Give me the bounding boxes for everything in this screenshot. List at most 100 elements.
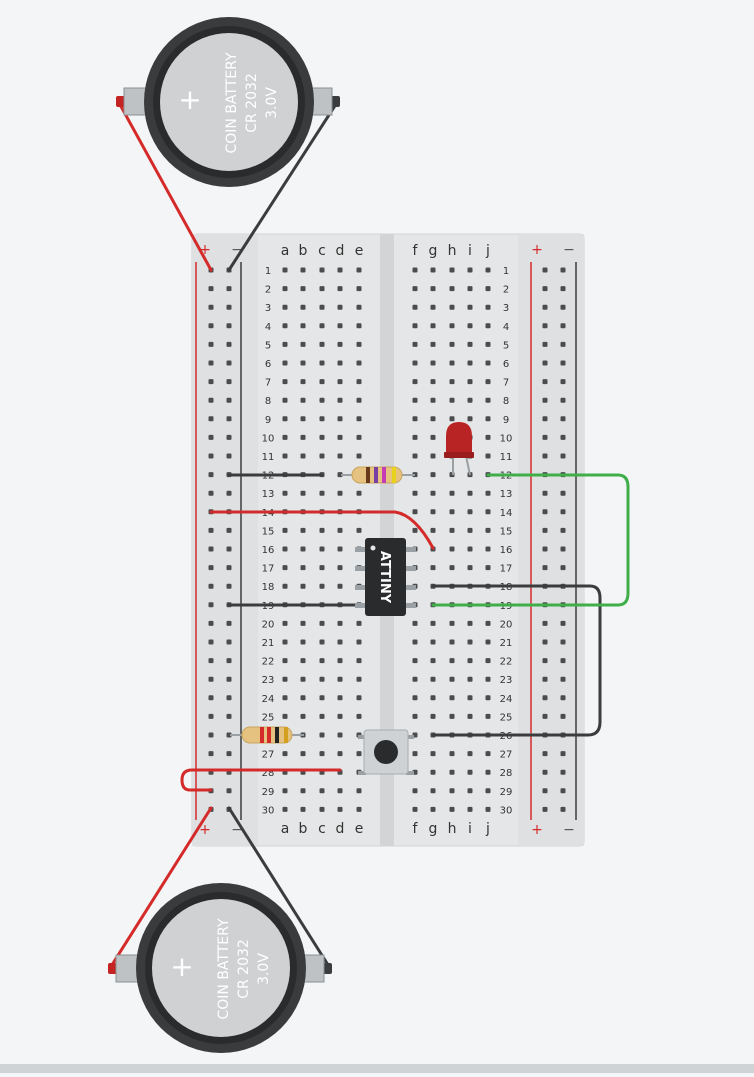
breadboard-hole[interactable] (282, 527, 288, 533)
breadboard-hole[interactable] (208, 341, 214, 347)
breadboard-hole[interactable] (208, 602, 214, 608)
breadboard-hole[interactable] (337, 732, 343, 738)
breadboard-hole[interactable] (282, 565, 288, 571)
breadboard-hole[interactable] (226, 453, 232, 459)
breadboard-hole[interactable] (430, 267, 436, 273)
breadboard-hole[interactable] (282, 490, 288, 496)
breadboard-hole[interactable] (208, 676, 214, 682)
breadboard-hole[interactable] (226, 490, 232, 496)
breadboard-hole[interactable] (485, 527, 491, 533)
breadboard-hole[interactable] (226, 527, 232, 533)
breadboard-hole[interactable] (282, 676, 288, 682)
black-wire-button[interactable] (431, 584, 602, 737)
breadboard-hole[interactable] (208, 732, 214, 738)
breadboard-hole[interactable] (319, 397, 325, 403)
breadboard-hole[interactable] (300, 583, 306, 589)
breadboard-hole[interactable] (412, 658, 418, 664)
breadboard-hole[interactable] (319, 323, 325, 329)
breadboard-hole[interactable] (542, 527, 548, 533)
breadboard-hole[interactable] (560, 434, 566, 440)
breadboard-hole[interactable] (542, 695, 548, 701)
breadboard-hole[interactable] (449, 509, 455, 515)
breadboard-hole[interactable] (412, 713, 418, 719)
breadboard-hole[interactable] (485, 620, 491, 626)
breadboard-hole[interactable] (300, 788, 306, 794)
breadboard-hole[interactable] (356, 639, 362, 645)
breadboard-hole[interactable] (319, 286, 325, 292)
breadboard-hole[interactable] (449, 397, 455, 403)
breadboard-hole[interactable] (467, 806, 473, 812)
breadboard-hole[interactable] (449, 751, 455, 757)
breadboard-hole[interactable] (356, 304, 362, 310)
green-wire-led[interactable] (431, 473, 630, 607)
breadboard-hole[interactable] (485, 806, 491, 812)
breadboard-hole[interactable] (430, 751, 436, 757)
breadboard-hole[interactable] (560, 453, 566, 459)
breadboard-hole[interactable] (226, 397, 232, 403)
breadboard-hole[interactable] (542, 713, 548, 719)
breadboard-hole[interactable] (356, 713, 362, 719)
breadboard-hole[interactable] (282, 695, 288, 701)
breadboard-hole[interactable] (430, 527, 436, 533)
breadboard-hole[interactable] (226, 360, 232, 366)
breadboard-hole[interactable] (485, 323, 491, 329)
battery-bottom-black-wire[interactable] (227, 806, 332, 970)
breadboard-hole[interactable] (337, 379, 343, 385)
breadboard-hole[interactable] (449, 639, 455, 645)
breadboard-hole[interactable] (542, 304, 548, 310)
breadboard-hole[interactable] (337, 713, 343, 719)
breadboard-hole[interactable] (337, 658, 343, 664)
breadboard-hole[interactable] (282, 658, 288, 664)
breadboard-hole[interactable] (208, 360, 214, 366)
breadboard-hole[interactable] (337, 490, 343, 496)
breadboard-hole[interactable] (485, 267, 491, 273)
breadboard-hole[interactable] (467, 713, 473, 719)
breadboard-hole[interactable] (542, 490, 548, 496)
breadboard-hole[interactable] (542, 323, 548, 329)
breadboard-hole[interactable] (300, 658, 306, 664)
bottom-scrollbar[interactable] (0, 1064, 754, 1073)
breadboard-hole[interactable] (208, 416, 214, 422)
breadboard-hole[interactable] (467, 286, 473, 292)
breadboard-hole[interactable] (337, 360, 343, 366)
breadboard-hole[interactable] (300, 676, 306, 682)
breadboard-hole[interactable] (560, 397, 566, 403)
breadboard-hole[interactable] (300, 286, 306, 292)
breadboard-hole[interactable] (226, 323, 232, 329)
breadboard-hole[interactable] (319, 453, 325, 459)
breadboard-hole[interactable] (430, 416, 436, 422)
breadboard-hole[interactable] (430, 453, 436, 459)
breadboard-hole[interactable] (412, 304, 418, 310)
breadboard-hole[interactable] (412, 490, 418, 496)
breadboard-hole[interactable] (542, 676, 548, 682)
breadboard-hole[interactable] (226, 286, 232, 292)
breadboard-hole[interactable] (300, 304, 306, 310)
breadboard-hole[interactable] (226, 713, 232, 719)
breadboard-hole[interactable] (449, 695, 455, 701)
breadboard-hole[interactable] (282, 453, 288, 459)
breadboard-hole[interactable] (226, 788, 232, 794)
breadboard-hole[interactable] (282, 713, 288, 719)
breadboard-hole[interactable] (430, 658, 436, 664)
breadboard-hole[interactable] (449, 341, 455, 347)
breadboard-hole[interactable] (319, 416, 325, 422)
breadboard-hole[interactable] (449, 676, 455, 682)
breadboard-hole[interactable] (319, 546, 325, 552)
breadboard-hole[interactable] (467, 397, 473, 403)
breadboard-hole[interactable] (226, 620, 232, 626)
breadboard-hole[interactable] (412, 416, 418, 422)
breadboard-hole[interactable] (449, 788, 455, 794)
breadboard-hole[interactable] (542, 509, 548, 515)
battery-top-black-wire[interactable] (227, 99, 340, 272)
breadboard-hole[interactable] (560, 639, 566, 645)
breadboard-hole[interactable] (356, 267, 362, 273)
breadboard-hole[interactable] (226, 341, 232, 347)
breadboard-hole[interactable] (282, 304, 288, 310)
breadboard-hole[interactable] (356, 751, 362, 757)
breadboard-hole[interactable] (542, 341, 548, 347)
breadboard-hole[interactable] (319, 490, 325, 496)
breadboard-hole[interactable] (356, 397, 362, 403)
breadboard-hole[interactable] (300, 713, 306, 719)
breadboard-hole[interactable] (467, 695, 473, 701)
breadboard-hole[interactable] (467, 379, 473, 385)
